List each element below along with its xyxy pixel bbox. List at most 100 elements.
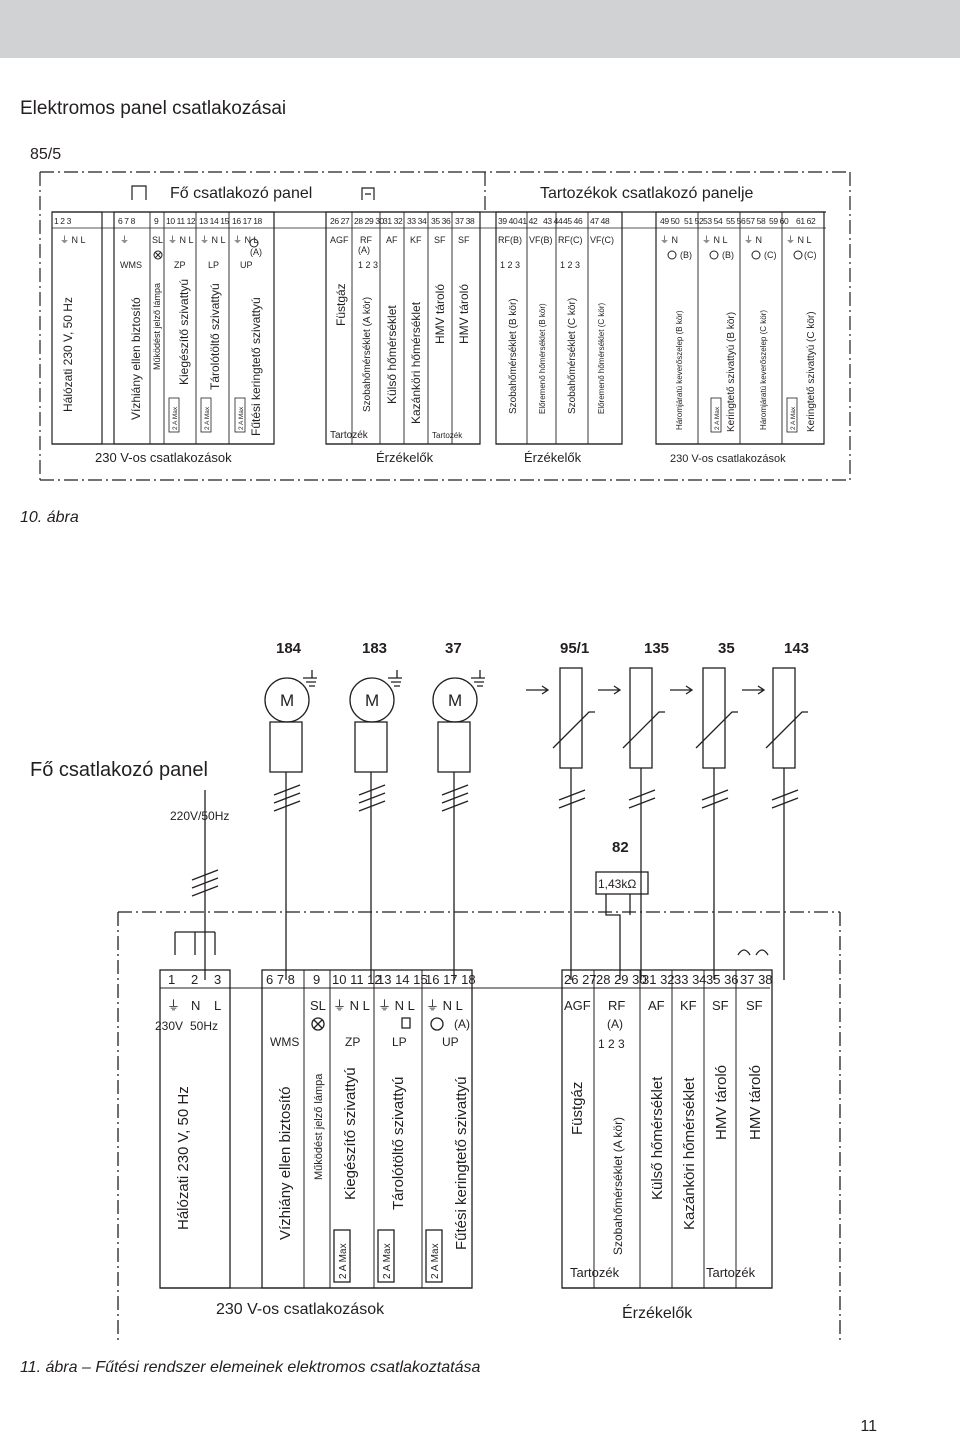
fig11-bottom-label: Érzékelők [622,1303,693,1322]
fig10-terminal: 57 58 [746,216,766,226]
fig10-pin-label: RF(B) [498,235,522,245]
fig10-terminal: 37 38 [455,216,475,226]
fig10-terminal: 28 29 30 [354,216,385,226]
fig11-max-tag: 2 A Max [430,1243,441,1279]
fig11-vlabel: Külső hőmérséklet [649,1076,666,1200]
fig11-resistor-value: 1,43kΩ [598,877,636,891]
fig10-pin-label: (C) [764,250,777,260]
fig11-sub-label: ZP [345,1035,360,1049]
fig11-sub-label: (A) [454,1017,470,1031]
fig11-vlabel: Kiegészítő szivattyú [342,1067,359,1200]
fig11-component-number: 183 [362,640,387,657]
fig10-terminal: 9 [154,216,159,226]
fig10-terminal: 59 60 [769,216,789,226]
fig10-terminal: 10 11 12 [166,216,196,226]
fig10-pin-label: ⏚ N L [233,235,259,245]
fig10-terminal: 26 27 [330,216,350,226]
fig10-pin-label: RF(C) [558,235,583,245]
page-title: Elektromos panel csatlakozásai [20,98,287,119]
fig11-pin-label: AGF [564,998,591,1013]
fig11-sub-label: WMS [270,1035,299,1049]
fig11-terminal: 3 [214,972,221,987]
fig10-small-label: 1 2 3 [500,260,520,270]
fig10-vlabel: Szobahőmérséklet (A kör) [362,297,373,412]
fig11-terminal: 13 14 15 [377,972,428,987]
fig10-pin-label: VF(B) [529,235,553,245]
fig11-bottom-label: 230 V-os csatlakozások [216,1301,385,1318]
fig10-pin-label: ⏚ N L [200,235,226,245]
top-gray-band [0,0,960,58]
figure-11-diagram: M M M 184 183 37 95/1 135 35 143 82 Fő c… [30,640,841,1344]
fig10-vlabel: HMV tároló [457,284,471,344]
fig11-terminal: 26 27 [564,972,597,987]
fig10-terminal: 39 40 [498,216,518,226]
fig10-terminal: 49 50 [660,216,680,226]
fig10-terminal: 13 14 15 [199,216,230,226]
fig10-pin-label: AGF [330,235,349,245]
fig10-pin-label: ⏚ N [744,235,762,245]
fig11-pin-label: ⏚ N L [378,998,415,1013]
fig11-vlabel: Fűtési keringtető szivattyú [453,1077,470,1250]
fig10-pin-label: SF [458,235,470,245]
fig10-terminal: 41 42 [518,216,538,226]
fig10-vlabel: Működést jelző lámpa [152,283,162,370]
fig11-vlabel: Szobahőmérséklet (A kör) [611,1117,625,1255]
fig11-pin-label: ⏚ [167,998,180,1013]
fig11-terminal: 2 [191,972,198,987]
fig11-sub-label: 230V [155,1019,183,1033]
fig10-terminal: 55 56 [726,216,746,226]
fig11-vlabel: Hálózati 230 V, 50 Hz [175,1086,192,1230]
fig11-component-number: 143 [784,640,809,657]
fig10-pin-label: ⏚ [120,235,129,245]
fig10-terminal: 61 62 [796,216,816,226]
fig11-pin-label: RF [608,998,625,1013]
fig10-small-label: WMS [120,260,142,270]
fig11-vlabel: Füstgáz [569,1082,586,1135]
fig10-terminal: 51 52 [684,216,704,226]
fig10-pin-label: (B) [722,250,734,260]
fig11-pin-label: SF [746,998,763,1013]
fig10-vlabel: Füstgáz [334,283,348,326]
fig11-terminal: 1 [168,972,175,987]
fig11-max-tag: 2 A Max [382,1243,393,1279]
fig10-accessory-panel-title: Tartozékok csatlakozó panelje [540,185,754,202]
fig10-pin-label: ⏚ N [660,235,678,245]
fig10-vlabel: Előremenő hőmérséklet (B kör) [538,303,547,414]
fig11-pin-label: KF [680,998,697,1013]
fig10-bottom-label: 230 V-os csatlakozások [670,453,786,465]
fig10-vlabel: Háromjáratú keverőszelep (B kör) [675,310,684,430]
figure-10-caption: 10. ábra [20,509,79,526]
figure-10-diagram: Fő csatlakozó panel Tartozékok csatlakoz… [39,171,851,481]
fig11-terminal: 16 17 18 [425,972,476,987]
fig11-pin-label: N [191,998,200,1013]
fig11-sub-label: UP [442,1035,459,1049]
fig11-max-tag: 2 A Max [338,1243,349,1279]
fig10-max-tag: 2 A Max [204,406,211,430]
fig10-pin-label: SF [434,235,446,245]
fig11-panel-title: Fő csatlakozó panel [30,759,208,781]
fig11-terminal: 37 38 [740,972,773,987]
fig10-terminal: 6 7 8 [118,216,136,226]
fig11-terminal: 31 32 [642,972,675,987]
fig11-vlabel: Működést jelző lámpa [313,1073,325,1180]
fig10-max-tag: 2 A Max [238,406,245,430]
fig11-motor-label: M [448,691,462,710]
fig10-pin-label: (C) [804,250,817,260]
fig11-pin-label: ⏚ N L [426,998,463,1013]
fig11-pin-label: SF [712,998,729,1013]
fig10-vlabel: Szobahőmérséklet (C kör) [567,298,578,414]
fig11-component-number: 184 [276,640,302,657]
fig10-bottom-label: 230 V-os csatlakozások [95,450,232,465]
fig10-terminal: 47 48 [590,216,610,226]
fig10-pin-label: VF(C) [590,235,614,245]
fig11-sub-label: 50Hz [190,1019,218,1033]
fig10-pin-label: SL [152,235,163,245]
fig10-terminal: 53 54 [703,216,723,226]
fig10-max-tag: 2 A Max [714,406,721,430]
fig11-resistor-number: 82 [612,839,629,856]
fig11-motor-label: M [365,691,379,710]
fig11-vlabel: HMV tároló [747,1065,764,1140]
fig10-vlabel: HMV tároló [433,284,447,344]
fig10-small-label: 1 2 3 [358,260,378,270]
fig10-pin-label: KF [410,235,422,245]
